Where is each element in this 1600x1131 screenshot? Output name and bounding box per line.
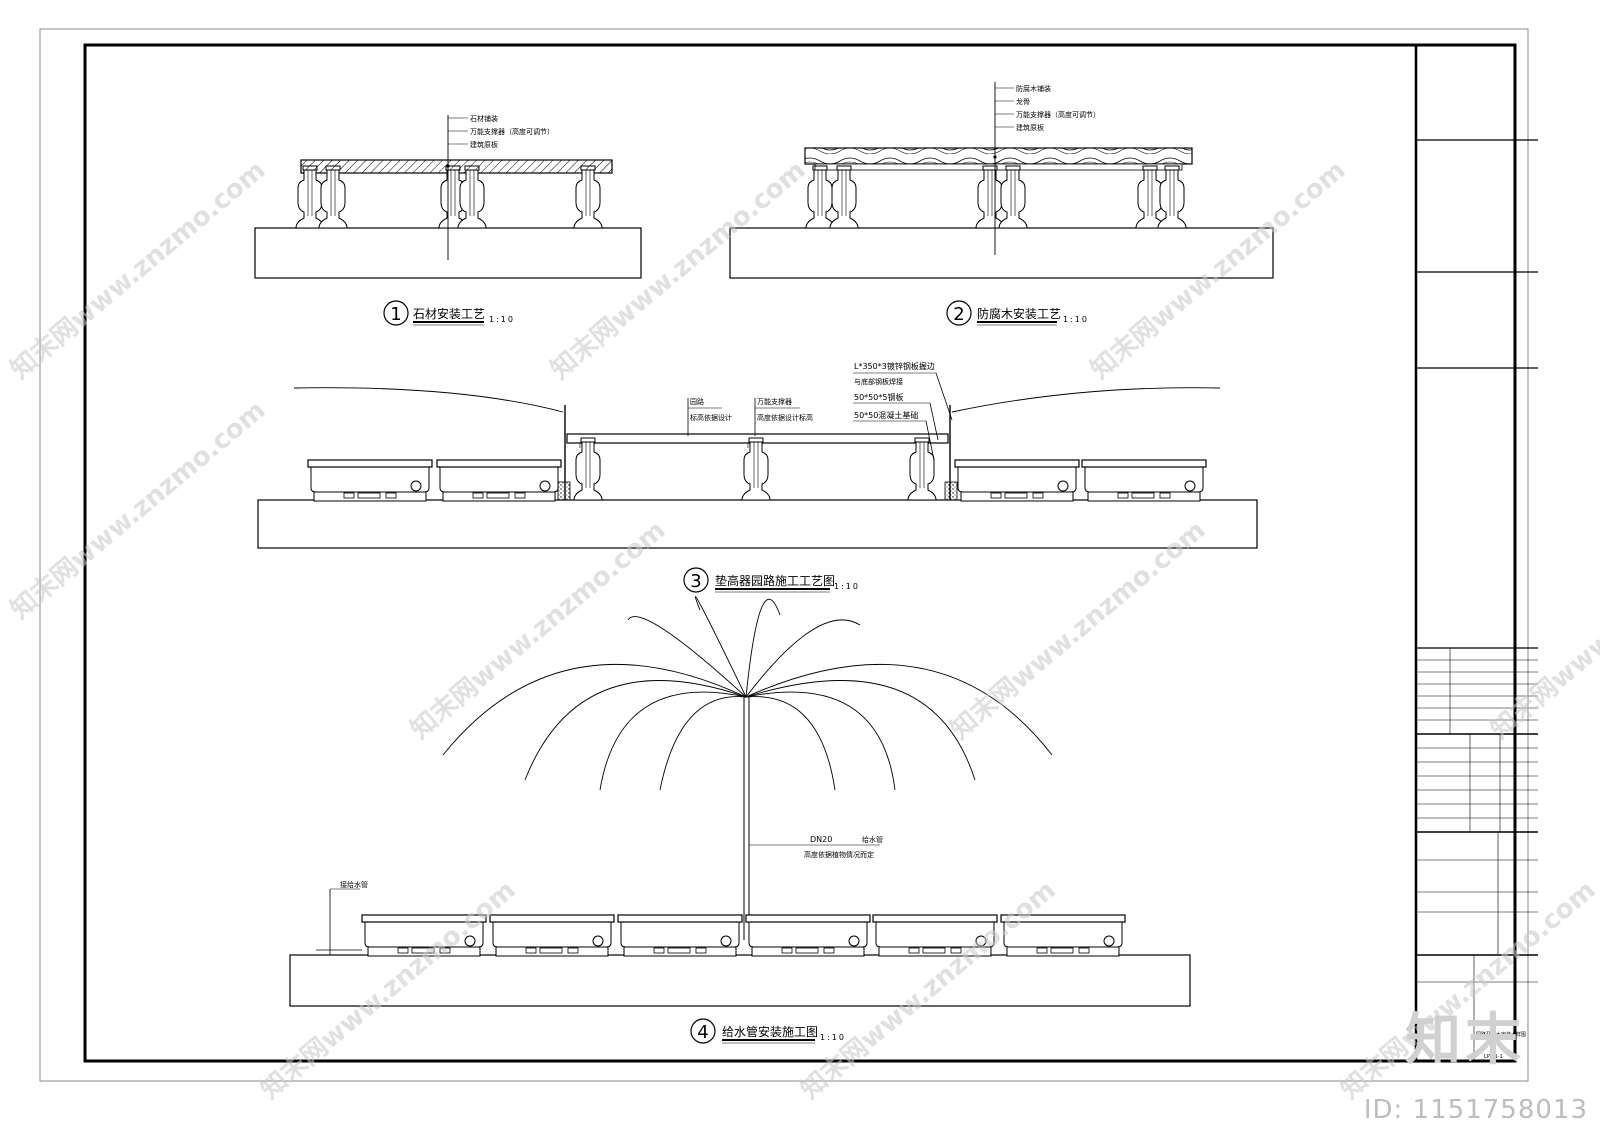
svg-text:知末网www.znzmo.com: 知末网www.znzmo.com [5, 155, 271, 385]
svg-text:防腐木安装工艺: 防腐木安装工艺 [977, 306, 1061, 321]
detail-2-callout-1: 防腐木铺装 [1016, 84, 1051, 93]
detail-2-callout-4: 建筑原板 [1016, 123, 1044, 132]
svg-text:3: 3 [690, 571, 701, 592]
detail-3-callout-base: 50*50混凝土基础 [854, 410, 918, 420]
detail-3-callout-angle-note: 与底部钢板焊接 [854, 377, 903, 386]
detail-2-callout-2: 龙骨 [1016, 97, 1030, 106]
detail-2-wood-section [729, 82, 1274, 279]
detail-1-label: 1 石材安装工艺 1:10 [383, 300, 515, 326]
detail-1-callout-2: 万能支撑器（高度可调节） [470, 127, 554, 136]
detail-2-callout-3: 万能支撑器（高度可调节） [1016, 110, 1100, 119]
detail-1-stone-section [254, 115, 642, 279]
detail-3-callout-support-note: 高度依据设计标高 [757, 413, 813, 422]
svg-text:给水管安装施工图: 给水管安装施工图 [722, 1024, 818, 1039]
svg-text:4: 4 [697, 1022, 708, 1043]
svg-text:垫高器园路施工工艺图: 垫高器园路施工工艺图 [715, 573, 835, 588]
svg-text:1: 1 [390, 304, 401, 325]
detail-4-irrigation-section [289, 596, 1191, 1007]
svg-text:石材安装工艺: 石材安装工艺 [413, 306, 485, 321]
svg-text:知末网www.znzmo.com: 知末网www.znzmo.com [405, 515, 671, 745]
svg-text:1:10: 1:10 [489, 315, 515, 324]
title-block [1414, 45, 1538, 1061]
detail-1-callout-1: 石材铺装 [470, 114, 498, 123]
svg-text:1:10: 1:10 [820, 1033, 846, 1042]
title-block-drawing-number: LP-01-1 [1484, 1054, 1503, 1060]
svg-text:2: 2 [953, 304, 964, 325]
svg-text:1:10: 1:10 [834, 582, 860, 591]
detail-4-callout-note: 高度依据植物情况而定 [804, 850, 874, 859]
detail-1-callout-3: 建筑原板 [470, 140, 498, 149]
detail-4-callout-connection: 接给水管 [340, 880, 368, 889]
detail-2-slab [729, 227, 1274, 279]
svg-text:知末网www.znzmo.com: 知末网www.znzmo.com [5, 395, 271, 625]
detail-2-wood-paving [804, 147, 1193, 165]
title-block-drawing-name: 园路及给水安装大样图 [1476, 1031, 1526, 1038]
detail-3-label: 3 垫高器园路施工工艺图 1:10 [683, 567, 860, 593]
detail-3-callout-plate: 50*50*5钢板 [854, 392, 903, 402]
detail-3-callout-angle: L*350*3镀锌钢板握边 [854, 361, 935, 371]
border-frame [83, 43, 1517, 1063]
svg-text:1:10: 1:10 [1063, 315, 1089, 324]
detail-3-callout-path: 园路 [690, 397, 704, 406]
detail-4-callout-pipe: 给水管 [862, 835, 883, 844]
detail-3-callout-support: 万能支撑器 [757, 397, 792, 406]
detail-4-callout-size: DN20 [810, 835, 832, 844]
detail-2-label: 2 防腐木安装工艺 1:10 [946, 300, 1089, 326]
detail-3-callout-path-note: 标高依据设计 [690, 413, 732, 422]
detail-4-label: 4 给水管安装施工图 1:10 [690, 1018, 846, 1044]
svg-text:知末网www.znzmo.com: 知末网www.znzmo.com [945, 515, 1211, 745]
detail-3-slab [257, 499, 1258, 549]
detail-2-joists [814, 163, 1183, 171]
detail-4-slab [289, 954, 1191, 1007]
svg-text:知末网www.znzmo.com: 知末网www.znzmo.com [1485, 515, 1600, 745]
outer-frame [39, 28, 1529, 1082]
image-id-label: ID: 1151758013 [1363, 1095, 1588, 1125]
detail-3-path-section [257, 372, 1258, 549]
brand-logo: 知末 [1405, 1008, 1525, 1073]
